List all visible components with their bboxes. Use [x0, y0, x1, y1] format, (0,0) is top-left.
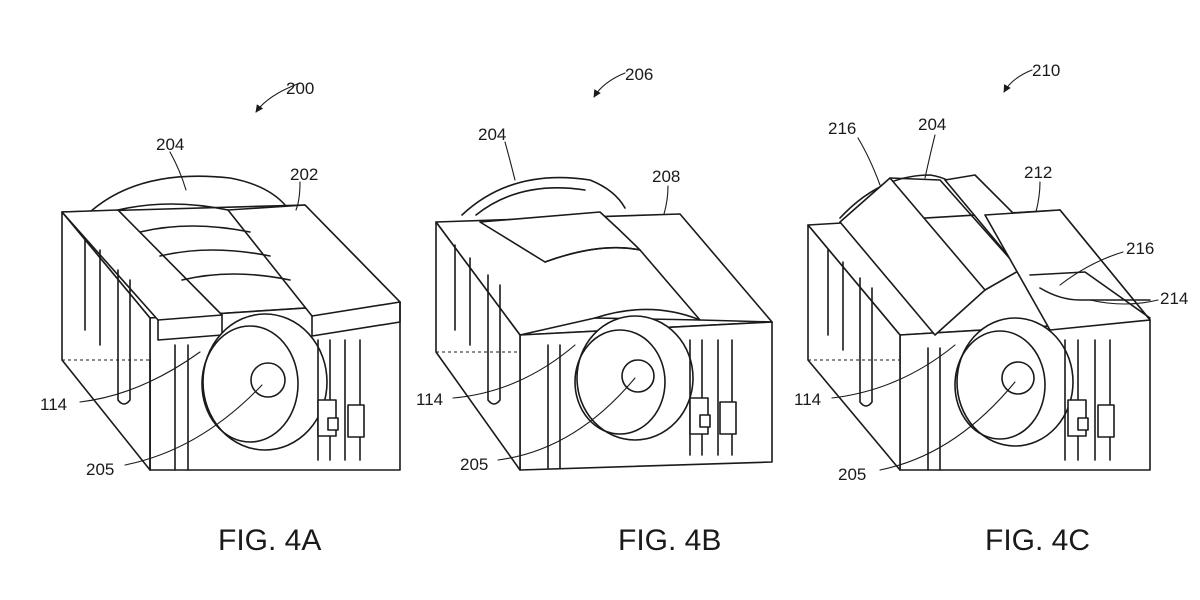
- ref-205-leader-4c: [879, 381, 1016, 471]
- ref-205-4c: 205: [838, 465, 866, 484]
- ref-204-leader-4b: [504, 141, 516, 181]
- caption-fig-4c: FIG. 4C: [985, 524, 1090, 557]
- ref-114-leader-4b: [452, 344, 576, 399]
- ref-205-leader-4b: [497, 377, 636, 461]
- ref-202-leader: [295, 181, 301, 211]
- ref-208: 208: [652, 167, 680, 186]
- ref-202: 202: [290, 165, 318, 184]
- caption-fig-4b: FIG. 4B: [618, 524, 721, 557]
- ref-216-leader-right: [1059, 251, 1124, 286]
- ref-208-leader: [663, 185, 669, 215]
- connector-body-4b: [435, 176, 773, 471]
- ref-204-leader-4a: [169, 151, 187, 191]
- ref-114-4a: 114: [40, 395, 67, 414]
- figure-4a: 200 204 202 114 205 FIG. 4A: [40, 79, 401, 557]
- ref-200: 200: [286, 79, 314, 98]
- ref-200-arrow: [255, 82, 301, 113]
- ref-212: 212: [1024, 163, 1052, 182]
- ref-204-leader-4c: [924, 134, 936, 179]
- figure-4c: 210 216 204 212 216 214 114 205 FIG. 4C: [794, 61, 1188, 557]
- ref-214-leader: [1089, 299, 1159, 305]
- ref-216-top: 216: [828, 119, 856, 138]
- ref-205-leader-4a: [124, 384, 263, 466]
- ref-114-4c: 114: [794, 390, 821, 409]
- figure-4b: 206 204 208 114 205 FIG. 4B: [416, 65, 773, 557]
- ref-114-leader-4a: [79, 351, 201, 403]
- ref-114-leader-4c: [831, 344, 956, 399]
- ref-205-4a: 205: [86, 460, 114, 479]
- ref-204-4c: 204: [918, 115, 946, 134]
- ref-206: 206: [625, 65, 653, 84]
- ref-216-leader-left: [857, 137, 881, 186]
- caption-fig-4a: FIG. 4A: [218, 524, 321, 557]
- ref-114-4b: 114: [416, 390, 443, 409]
- ref-210-arrow: [1003, 69, 1033, 93]
- ref-204-4a: 204: [156, 135, 184, 154]
- connector-body-4a: [61, 175, 401, 471]
- ref-204-4b: 204: [478, 125, 506, 144]
- ref-205-4b: 205: [460, 455, 488, 474]
- ref-214: 214: [1160, 289, 1188, 308]
- ref-212-leader: [1035, 181, 1041, 213]
- ref-210: 210: [1032, 61, 1060, 80]
- ref-216-right: 216: [1126, 239, 1154, 258]
- ref-206-arrow: [593, 72, 626, 98]
- connector-body-4c: [807, 174, 1151, 471]
